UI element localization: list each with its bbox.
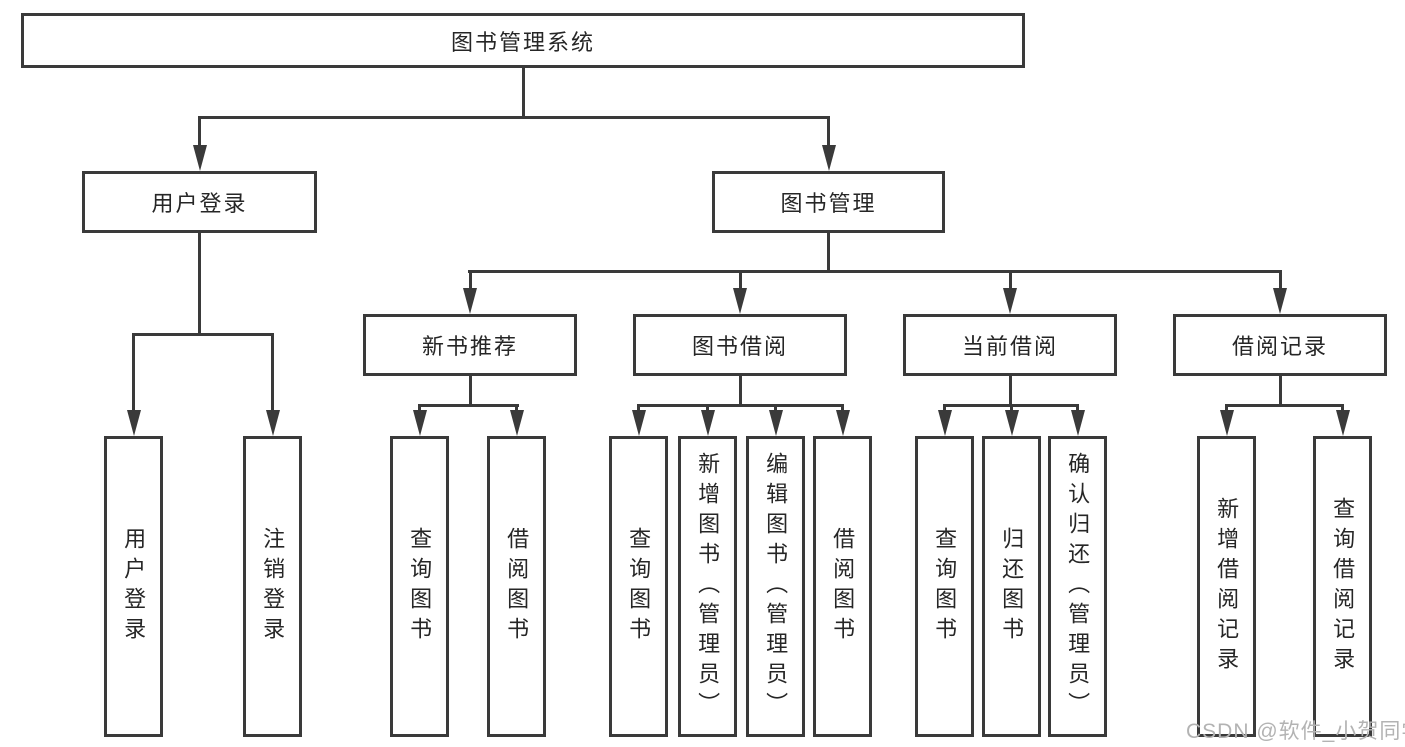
arrow-down-icon (126, 410, 141, 436)
connector-line (1008, 376, 1012, 407)
leaf-user-login: 用户登录 (104, 436, 163, 737)
connector-line (418, 404, 519, 407)
node-root-library-system: 图书管理系统 (21, 13, 1025, 68)
arrow-down-icon (733, 288, 747, 314)
leaf-label: 查询图书 (407, 526, 433, 647)
node-label: 图书管理系统 (450, 29, 595, 55)
leaf-label: 注销登录 (260, 526, 286, 647)
arrow-down-icon (631, 410, 646, 436)
connector-line (1008, 269, 1012, 290)
leaf-query-books-borrow: 查询图书 (609, 436, 668, 737)
arrow-down-icon (265, 410, 280, 436)
leaf-query-books-recommend: 查询图书 (390, 436, 449, 737)
leaf-borrow-books-recommend: 借阅图书 (487, 436, 546, 737)
arrow-down-icon (835, 410, 850, 436)
connector-line (1225, 404, 1344, 407)
csdn-watermark: CSDN @软件_小贺同学 (1186, 720, 1405, 743)
connector-line (1010, 404, 1013, 412)
arrow-down-icon (1004, 410, 1019, 436)
connector-line (827, 115, 830, 147)
connector-line (271, 333, 274, 411)
leaf-query-books-current: 查询图书 (915, 436, 974, 737)
node-borrow-records: 借阅记录 (1173, 314, 1387, 376)
arrow-down-icon (1335, 410, 1350, 436)
node-label: 图书借阅 (691, 334, 788, 359)
leaf-edit-book-admin: 编辑图书（管理员） (746, 436, 805, 737)
connector-line (198, 233, 201, 334)
node-label: 当前借阅 (961, 334, 1058, 359)
arrow-down-icon (821, 145, 836, 171)
connector-line (827, 233, 830, 271)
leaf-label: 归还图书 (999, 526, 1025, 647)
connector-line (132, 333, 274, 336)
arrow-down-icon (1003, 288, 1017, 314)
node-current-borrow: 当前借阅 (903, 314, 1117, 376)
arrow-down-icon (192, 145, 207, 171)
arrow-down-icon (412, 410, 427, 436)
leaf-label: 查询图书 (626, 526, 652, 647)
node-book-management: 图书管理 (712, 171, 945, 233)
leaf-label: 借阅图书 (830, 526, 856, 647)
connector-line (468, 269, 472, 290)
connector-line (198, 115, 201, 147)
leaf-label: 用户登录 (121, 526, 147, 647)
arrow-down-icon (768, 410, 783, 436)
connector-line (418, 404, 421, 412)
leaf-label: 查询图书 (932, 526, 958, 647)
connector-line (1278, 269, 1282, 290)
leaf-add-book-admin: 新增图书（管理员） (678, 436, 737, 737)
arrow-down-icon (937, 410, 952, 436)
connector-line (841, 404, 844, 412)
connector-line (943, 404, 946, 412)
arrow-down-icon (509, 410, 524, 436)
connector-line (738, 269, 742, 290)
leaf-label: 查询借阅记录 (1330, 496, 1356, 677)
arrow-down-icon (1273, 288, 1287, 314)
leaf-label: 编辑图书（管理员） (763, 451, 789, 722)
leaf-borrow-books: 借阅图书 (813, 436, 872, 737)
arrow-down-icon (1219, 410, 1234, 436)
leaf-return-books: 归还图书 (982, 436, 1041, 737)
connector-line (521, 68, 525, 117)
connector-line (468, 376, 472, 407)
node-new-book-recommend: 新书推荐 (363, 314, 577, 376)
leaf-label: 确认归还（管理员） (1065, 451, 1091, 722)
connector-line (774, 404, 777, 412)
connector-line (515, 404, 518, 412)
connector-line (1278, 376, 1282, 407)
connector-line (706, 404, 709, 412)
leaf-label: 新增借阅记录 (1214, 496, 1240, 677)
arrow-down-icon (700, 410, 715, 436)
leaf-query-borrow-record: 查询借阅记录 (1313, 436, 1372, 737)
leaf-label: 新增图书（管理员） (695, 451, 721, 722)
connector-line (198, 115, 830, 119)
connector-line (1341, 404, 1344, 412)
arrow-down-icon (463, 288, 477, 314)
connector-line (1225, 404, 1228, 412)
leaf-add-borrow-record: 新增借阅记录 (1197, 436, 1256, 737)
leaf-label: 借阅图书 (504, 526, 530, 647)
node-label: 借阅记录 (1231, 334, 1328, 359)
leaf-logout-login: 注销登录 (243, 436, 302, 737)
node-label: 新书推荐 (421, 334, 518, 359)
node-label: 图书管理 (780, 191, 877, 216)
connector-line (1076, 404, 1079, 412)
connector-line (738, 376, 742, 407)
node-label: 用户登录 (151, 191, 248, 216)
node-user-login: 用户登录 (82, 171, 317, 233)
connector-line (637, 404, 844, 407)
arrow-down-icon (1070, 410, 1085, 436)
leaf-confirm-return-admin: 确认归还（管理员） (1048, 436, 1107, 737)
connector-line (132, 333, 135, 411)
connector-line (637, 404, 640, 412)
node-book-borrow: 图书借阅 (633, 314, 847, 376)
connector-line (468, 269, 1281, 273)
